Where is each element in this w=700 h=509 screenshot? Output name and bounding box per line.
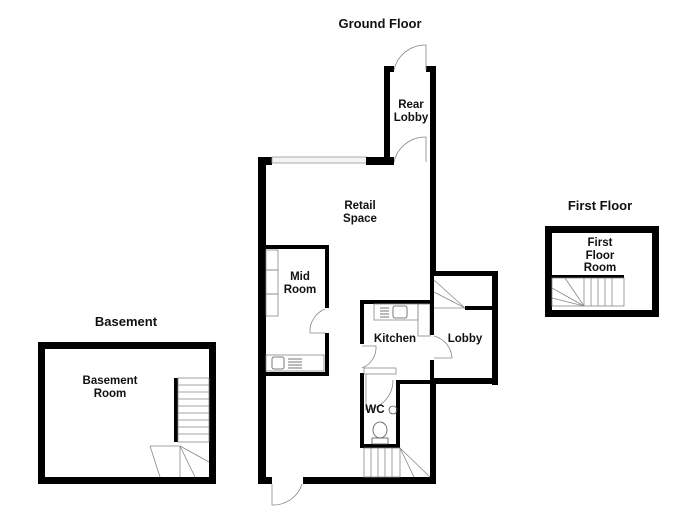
retail-top-wall-right [366,157,394,165]
wc-left-wall [360,373,364,448]
kitchen-counter-side [417,303,431,337]
wc-right-wall [396,380,400,448]
ground-floor-title: Ground Floor [338,16,422,31]
cupboard [265,249,279,271]
mid-room-right-wall-upper [325,245,329,308]
first-floor-title: First Floor [567,198,633,213]
ground-floor-plan [258,44,498,506]
ground-right-lower-wall [430,384,436,484]
retail-right-wall [430,162,436,274]
mid-room-label: Mid Room [283,271,317,296]
mid-room-door-icon [309,308,326,334]
lobby-stairs-icon [433,279,466,309]
drainer-icon [288,358,302,369]
basement-bottom-wall [38,477,216,484]
basement-top-wall [38,342,216,349]
first-floor-room-label: First Floor Room [583,237,617,275]
cupboard [265,269,279,295]
sink-icon [271,356,285,370]
wc-top-right-wall [396,380,436,384]
retail-left-wall [258,157,266,484]
kitchen-left-wall-upper [360,300,364,344]
cupboard [265,293,279,317]
ground-stairs-icon [363,447,431,478]
rear-lobby-top-left-wall [384,66,394,72]
mid-room-top-wall [264,245,329,249]
kitchen-drainer-icon [380,307,389,318]
basement-stair-wall [174,378,178,442]
basement-stairs-icon [149,377,210,478]
lobby-right-wall [492,271,498,385]
first-floor-plan [545,226,659,317]
bottom-wall-right [303,477,436,484]
toilet-cistern [371,437,389,445]
kitchen-top-wall [360,300,434,304]
basement-right-wall [209,342,216,484]
rear-door-icon [393,44,427,71]
first-left-wall [545,226,552,317]
wc-basin-icon [388,405,398,415]
bottom-wall-left [258,477,272,484]
mid-room-right-wall-lower [325,333,329,376]
rear-lobby-label: Rear Lobby [393,99,429,124]
lobby-label: Lobby [447,333,483,345]
lobby-left-wall-upper [430,275,434,335]
first-floor-stairs-icon [551,277,625,307]
lobby-mid-wall [465,306,495,310]
rear-lobby-left-wall [384,66,390,162]
lobby-top-wall [430,271,498,276]
first-top-wall [545,226,659,233]
rear-lobby-door-icon [393,136,427,163]
wall-join [390,157,394,162]
front-door-icon [271,483,303,506]
lobby-door-icon [433,335,453,359]
mid-room-counter [265,354,325,372]
first-right-wall [652,226,659,317]
kitchen-door-icon [361,345,377,369]
toilet-icon [372,421,388,439]
kitchen-sink-icon [392,305,408,319]
basement-plan [38,342,216,484]
wc-label: WC [365,404,385,416]
basement-left-wall [38,342,45,484]
first-stair-wall [552,275,624,278]
wc-door-frame [363,367,397,375]
wc-door-icon [365,374,394,411]
lobby-bottom-wall [430,378,498,384]
retail-window [271,156,368,164]
retail-space-label: Retail Space [343,200,377,225]
lobby-left-wall-lower [430,360,434,380]
basement-room-label: Basement Room [82,375,138,400]
kitchen-label: Kitchen [373,333,417,345]
wc-bottom-wall [360,444,400,448]
rear-lobby-right-wall [430,66,436,162]
first-bottom-wall [545,310,659,317]
mid-room-bottom-wall [264,372,329,376]
basement-title: Basement [94,314,158,329]
